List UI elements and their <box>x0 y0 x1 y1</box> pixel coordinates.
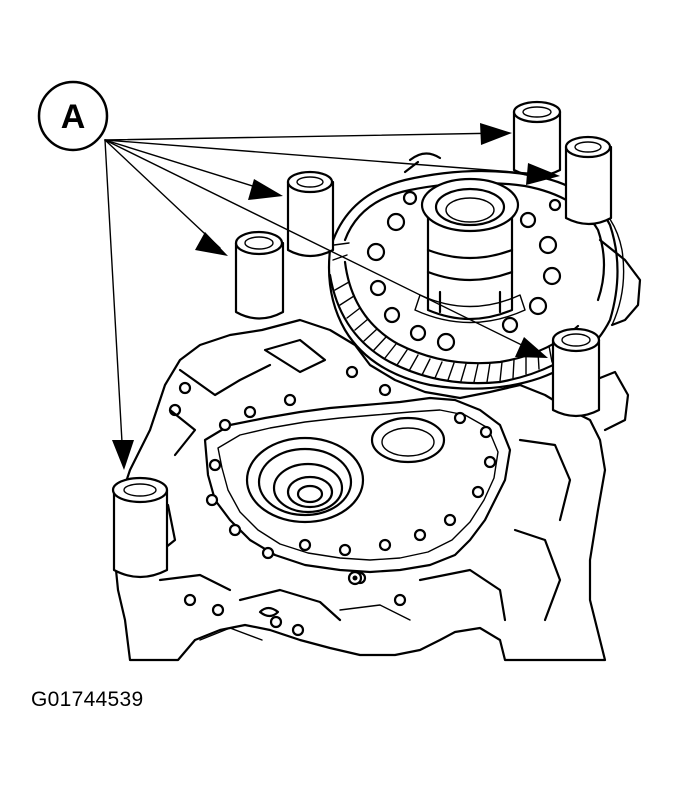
lower-bearing-boss <box>245 436 365 524</box>
callout-label: A <box>61 98 86 136</box>
callout-bubble-a: A <box>37 80 109 152</box>
dowel-pin-upper-right-back <box>512 100 562 178</box>
dowel-pin-upper-center <box>286 170 335 258</box>
callout-leader-lines <box>104 132 553 461</box>
case-opening <box>370 416 446 464</box>
dowel-pin-lower-left <box>111 476 169 579</box>
differential-hub <box>414 177 526 324</box>
flange-bolt-holes <box>168 365 497 637</box>
figure-id: G01744539 <box>31 688 144 711</box>
differential-bolt-holes <box>366 190 562 352</box>
differential-ring-gear <box>327 152 642 432</box>
case-ribs <box>138 338 572 641</box>
dowel-pin-upper-left <box>234 230 285 320</box>
transmission-case <box>113 318 607 662</box>
dowel-pin-right-middle <box>551 327 601 418</box>
dowel-pin-upper-right-front <box>564 135 613 226</box>
callout-arrowheads <box>112 123 560 470</box>
